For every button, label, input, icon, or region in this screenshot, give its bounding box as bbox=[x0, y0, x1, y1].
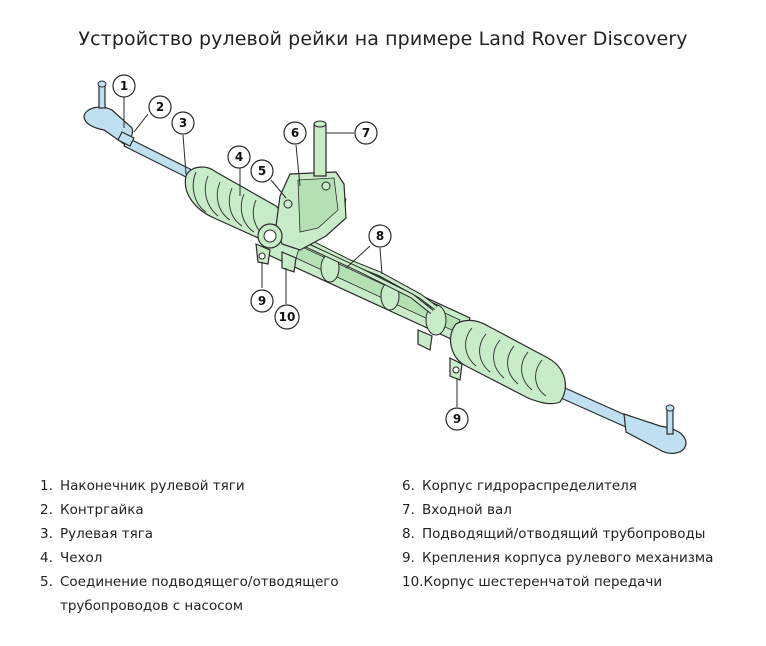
steering-rack-diagram: 1 2 3 4 5 6 7 8 9 10 9 bbox=[83, 74, 687, 454]
input-shaft bbox=[313, 120, 327, 177]
svg-text:8: 8 bbox=[376, 229, 384, 243]
legend-number: 6. bbox=[402, 478, 415, 494]
legend-text: Входной вал bbox=[422, 502, 512, 518]
legend-number: 4. bbox=[40, 550, 53, 566]
callout-1: 1 bbox=[112, 74, 136, 98]
legend-text: Наконечник рулевой тяги bbox=[60, 478, 245, 494]
callout-8: 8 bbox=[368, 224, 392, 248]
legend-text: Контргайка bbox=[60, 502, 144, 518]
left-tie-rod bbox=[123, 137, 193, 179]
left-tie-rod-end bbox=[83, 80, 135, 147]
mount-left bbox=[255, 243, 271, 265]
svg-text:2: 2 bbox=[156, 100, 164, 114]
legend-item: 9. Крепления корпуса рулевого механизма bbox=[402, 546, 752, 570]
legend-number: 5. bbox=[40, 574, 53, 590]
pinion-housing bbox=[281, 251, 297, 273]
diagram-title: Устройство рулевой рейки на примере Land… bbox=[78, 28, 688, 50]
svg-text:4: 4 bbox=[235, 150, 243, 164]
callout-3: 3 bbox=[171, 111, 195, 135]
callout-6: 6 bbox=[283, 121, 307, 145]
right-tie-rod-end bbox=[623, 404, 687, 454]
callout-2: 2 bbox=[148, 95, 172, 119]
legend-number: 10. bbox=[402, 574, 424, 590]
legend-number: 2. bbox=[40, 502, 53, 518]
mount-center bbox=[417, 329, 433, 351]
legend-number: 8. bbox=[402, 526, 415, 542]
legend-text: Корпус шестеренчатой передачи bbox=[423, 574, 663, 590]
legend-number: 9. bbox=[402, 550, 415, 566]
legend-left: 1. Наконечник рулевой тяги 2. Контргайка… bbox=[40, 474, 380, 618]
svg-text:9: 9 bbox=[453, 412, 461, 426]
svg-text:7: 7 bbox=[362, 126, 370, 140]
legend-number: 3. bbox=[40, 526, 53, 542]
svg-text:9: 9 bbox=[258, 294, 266, 308]
callout-4: 4 bbox=[227, 145, 251, 169]
legend-item: 3. Рулевая тяга bbox=[40, 522, 380, 546]
legend-text: Крепления корпуса рулевого механизма bbox=[422, 550, 714, 566]
callout-5: 5 bbox=[250, 159, 274, 183]
svg-text:6: 6 bbox=[291, 126, 299, 140]
svg-text:5: 5 bbox=[258, 164, 266, 178]
svg-text:10: 10 bbox=[279, 310, 296, 324]
legend-item: 1. Наконечник рулевой тяги bbox=[40, 474, 380, 498]
legend-item: 4. Чехол bbox=[40, 546, 380, 570]
legend-number: 7. bbox=[402, 502, 415, 518]
valve-body bbox=[257, 171, 347, 251]
legend-item: 7. Входной вал bbox=[402, 498, 752, 522]
svg-text:3: 3 bbox=[179, 116, 187, 130]
mount-right bbox=[449, 357, 463, 381]
legend-text: Чехол bbox=[60, 550, 103, 566]
legend-text: Рулевая тяга bbox=[60, 526, 154, 542]
legend-number: 1. bbox=[40, 478, 53, 494]
callout-7: 7 bbox=[354, 121, 378, 145]
legend-item: 6. Корпус гидрораспределителя bbox=[402, 474, 752, 498]
right-boot bbox=[449, 319, 566, 405]
leader-lines bbox=[123, 97, 458, 407]
callout-9-right: 9 bbox=[445, 407, 469, 431]
svg-text:1: 1 bbox=[120, 79, 128, 93]
legend-item: 5. Соединение подводящего/отводящего тру… bbox=[40, 570, 380, 618]
callout-9-left: 9 bbox=[250, 289, 274, 313]
legend-item: 8. Подводящий/отводящий трубопроводы bbox=[402, 522, 752, 546]
legend-text: Подводящий/отводящий трубопроводы bbox=[422, 526, 706, 542]
legend-text: Корпус гидрораспределителя bbox=[422, 478, 637, 494]
legend-item: 10. Корпус шестеренчатой передачи bbox=[402, 570, 752, 594]
legend-right: 6. Корпус гидрораспределителя 7. Входной… bbox=[402, 474, 752, 594]
legend-item: 2. Контргайка bbox=[40, 498, 380, 522]
callout-10: 10 bbox=[274, 304, 300, 330]
legend-text: Соединение подводящего/отводящего трубоп… bbox=[60, 574, 339, 614]
